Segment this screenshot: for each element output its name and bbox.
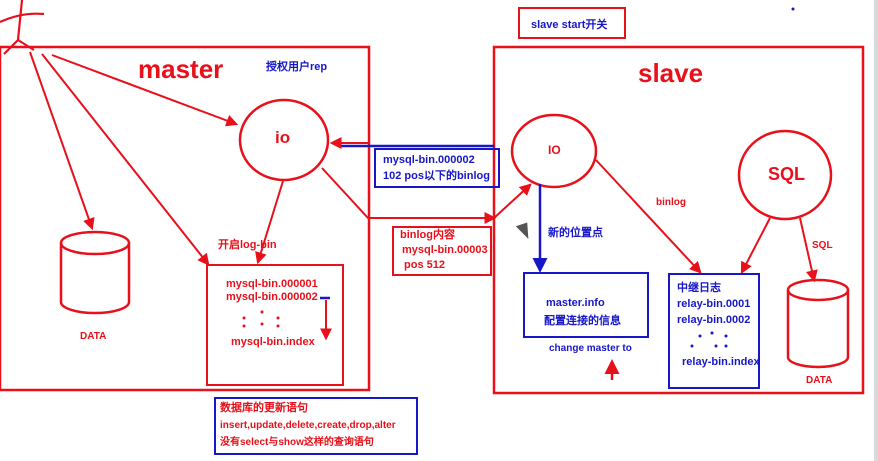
request-line-file: mysql-bin.000002 bbox=[383, 154, 475, 166]
arrow-sql-to-relay bbox=[740, 217, 771, 275]
slave-start-box bbox=[518, 7, 626, 39]
new-position-label: 新的位置点 bbox=[548, 227, 603, 239]
master-io-circle bbox=[238, 98, 330, 182]
relay-file-2: relay-bin.0002 bbox=[677, 314, 751, 326]
db-statements-note: 没有select与show这样的查询语句 bbox=[220, 437, 374, 448]
db-statements-commands: insert,update,delete,create,drop,alter bbox=[220, 420, 396, 431]
response-line-file: mysql-bin.00003 bbox=[402, 244, 488, 256]
master-binlog-text: mysql-bin.000001 mysql-bin.000002 bbox=[226, 278, 318, 304]
relay-dots bbox=[690, 331, 728, 348]
relay-text: 中继日志 relay-bin.0001 relay-bin.0002 bbox=[677, 280, 750, 328]
sql-label: SQL bbox=[768, 164, 806, 184]
slave-title: slave bbox=[638, 58, 704, 88]
arrow-io-to-binlog bbox=[255, 180, 284, 265]
binlog-index-label: mysql-bin.index bbox=[231, 336, 315, 348]
binlog-arrow-label: binlog bbox=[656, 197, 686, 208]
relay-log-box bbox=[668, 273, 760, 389]
arrow-sql-to-data bbox=[799, 217, 818, 283]
db-statements-text: 数据库的更新语句 insert,update,delete,create,dro… bbox=[220, 400, 396, 451]
master-info-desc: 配置连接的信息 bbox=[544, 315, 621, 327]
db-statements-box bbox=[214, 397, 418, 455]
master-info-box bbox=[523, 272, 649, 338]
master-data-cylinder-icon bbox=[59, 230, 131, 315]
arrow-response bbox=[321, 167, 497, 224]
response-box bbox=[392, 226, 492, 276]
binlog-dots bbox=[242, 310, 280, 328]
arrow-user-to-data bbox=[29, 51, 95, 231]
request-line-pos: 102 pos以下的binlog bbox=[383, 170, 490, 182]
arrow-user-to-io bbox=[51, 54, 239, 127]
relay-index-label: relay-bin.index bbox=[682, 356, 760, 368]
auth-user-label: 授权用户rep bbox=[266, 61, 328, 73]
request-box bbox=[374, 148, 500, 188]
request-text: mysql-bin.000002 102 pos以下的binlog bbox=[383, 152, 490, 184]
master-title: master bbox=[138, 54, 224, 84]
master-data-label: DATA bbox=[80, 331, 107, 342]
relay-file-1: relay-bin.0001 bbox=[677, 298, 751, 310]
response-text: binlog内容 mysql-bin.00003 pos 512 bbox=[400, 228, 488, 273]
sql-arrow-label: SQL bbox=[812, 240, 833, 251]
response-line-pos: pos 512 bbox=[404, 259, 445, 271]
db-statements-title: 数据库的更新语句 bbox=[220, 402, 308, 414]
slave-start-label: slave start开关 bbox=[531, 19, 608, 31]
change-master-label: change master to bbox=[549, 343, 632, 354]
sql-circle bbox=[737, 129, 833, 221]
arrow-io-to-relay bbox=[595, 159, 702, 274]
slave-io-label: IO bbox=[548, 143, 561, 157]
master-io-label: io bbox=[275, 128, 291, 147]
master-binlog-box bbox=[206, 264, 344, 386]
binlog-file-1: mysql-bin.000001 bbox=[226, 278, 318, 290]
enable-logbin-label: 开启log-bin bbox=[218, 239, 277, 251]
relay-title: 中继日志 bbox=[677, 282, 721, 294]
master-info-text: master.info 配置连接的信息 bbox=[544, 294, 621, 330]
slave-data-label: DATA bbox=[806, 375, 833, 386]
response-line-title: binlog内容 bbox=[400, 229, 455, 241]
arrow-user-to-binlog bbox=[41, 53, 210, 266]
slave-io-circle bbox=[510, 113, 598, 189]
slave-data-cylinder-icon bbox=[786, 278, 850, 369]
binlog-file-2: mysql-bin.000002 bbox=[226, 291, 318, 303]
master-info-file: master.info bbox=[546, 297, 605, 309]
right-edge-strip bbox=[874, 0, 878, 461]
